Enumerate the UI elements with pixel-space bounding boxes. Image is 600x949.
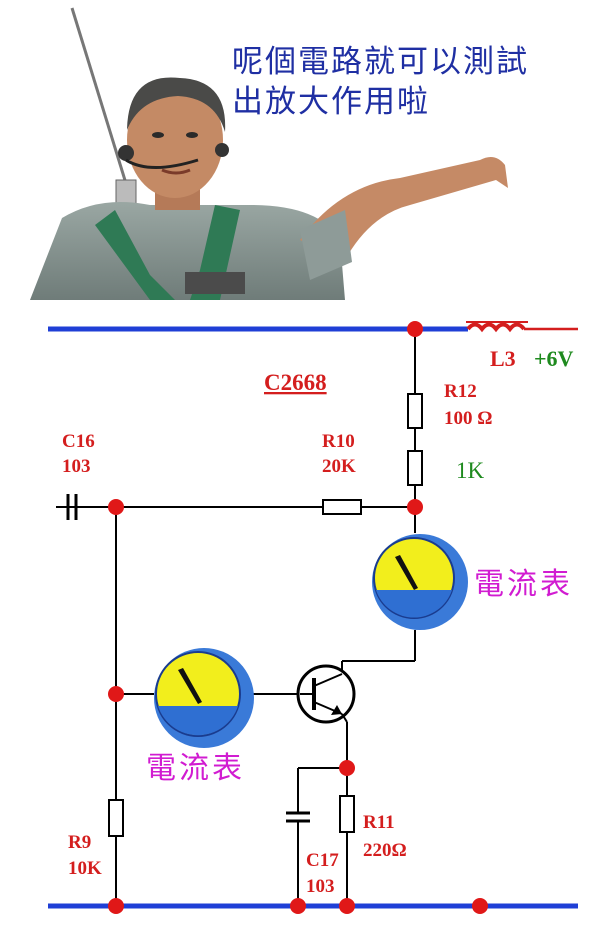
transistor-emitter-lead: [313, 701, 343, 715]
r9-name: R9: [68, 832, 91, 853]
resistor-r10: [322, 499, 362, 515]
node-ground-r11: [339, 898, 355, 914]
resistor-r9: [108, 799, 124, 837]
node-base-meter: [108, 686, 124, 702]
base-meter-face: [155, 651, 241, 737]
sleeve: [300, 210, 352, 280]
r11-value: 220Ω: [363, 840, 407, 861]
headset-ear-right: [215, 143, 229, 157]
base-meter-base: [158, 706, 238, 736]
r12-name: R12: [444, 381, 477, 402]
base-meter-label: 電流表: [146, 751, 245, 786]
c17-name: C17: [306, 850, 339, 871]
emitter-lead-ext: [341, 713, 348, 723]
base-ammeter: [154, 648, 254, 748]
supply-voltage-label: +6V: [534, 346, 574, 371]
node-emitter: [339, 760, 355, 776]
r12-value: 100 Ω: [444, 408, 492, 429]
base-meter-rim: [154, 648, 254, 748]
caption-line-1: 呢個電路就可以測試: [232, 44, 529, 80]
c16-name: C16: [62, 431, 95, 452]
headset-ear: [118, 145, 134, 161]
handheld-device: [185, 272, 245, 294]
collector-meter-base: [376, 590, 452, 618]
extra-1k-label: 1K: [456, 458, 485, 483]
c17-value: 103: [306, 876, 335, 897]
face: [127, 82, 223, 198]
node-base-input: [108, 499, 124, 515]
r11-name: R11: [363, 812, 395, 833]
r9-value: 10K: [68, 858, 102, 879]
headset-mic: [125, 158, 199, 169]
person-photo: 呢個電路就可以測試 出放大作用啦: [30, 7, 529, 300]
r10-value: 20K: [322, 456, 356, 477]
mouth: [161, 168, 191, 175]
transistor-c2668: [296, 664, 356, 724]
collector-ammeter: [372, 534, 468, 630]
node-ground-right: [472, 898, 488, 914]
node-collector-bias: [407, 499, 423, 515]
arm: [300, 156, 508, 260]
node-ground-r9: [108, 898, 124, 914]
base-meter-needle: [178, 668, 202, 704]
antenna: [70, 7, 130, 191]
transistor-model-label: C2668: [264, 370, 327, 395]
node-supply: [407, 321, 423, 337]
eye-right: [186, 132, 198, 138]
r10-name: R10: [322, 431, 355, 452]
resistor-r11: [339, 795, 355, 833]
transistor-emitter-arrow: [331, 705, 342, 715]
strap-left: [95, 210, 175, 300]
resistor-r12: [407, 393, 423, 429]
resistor-1k: [407, 450, 423, 486]
transistor-collector-lead: [313, 673, 343, 687]
collector-meter-label: 電流表: [474, 567, 573, 602]
hair: [127, 77, 226, 132]
c16-value: 103: [62, 456, 91, 477]
inductor-l3: [466, 322, 526, 333]
inductor-label: L3: [490, 346, 516, 371]
collector-meter-face: [373, 537, 455, 619]
collector-meter-rim: [372, 534, 468, 630]
node-ground-c17: [290, 898, 306, 914]
collector-meter-needle: [395, 555, 418, 590]
caption-line-2: 出放大作用啦: [232, 84, 430, 120]
eye-left: [152, 132, 164, 138]
